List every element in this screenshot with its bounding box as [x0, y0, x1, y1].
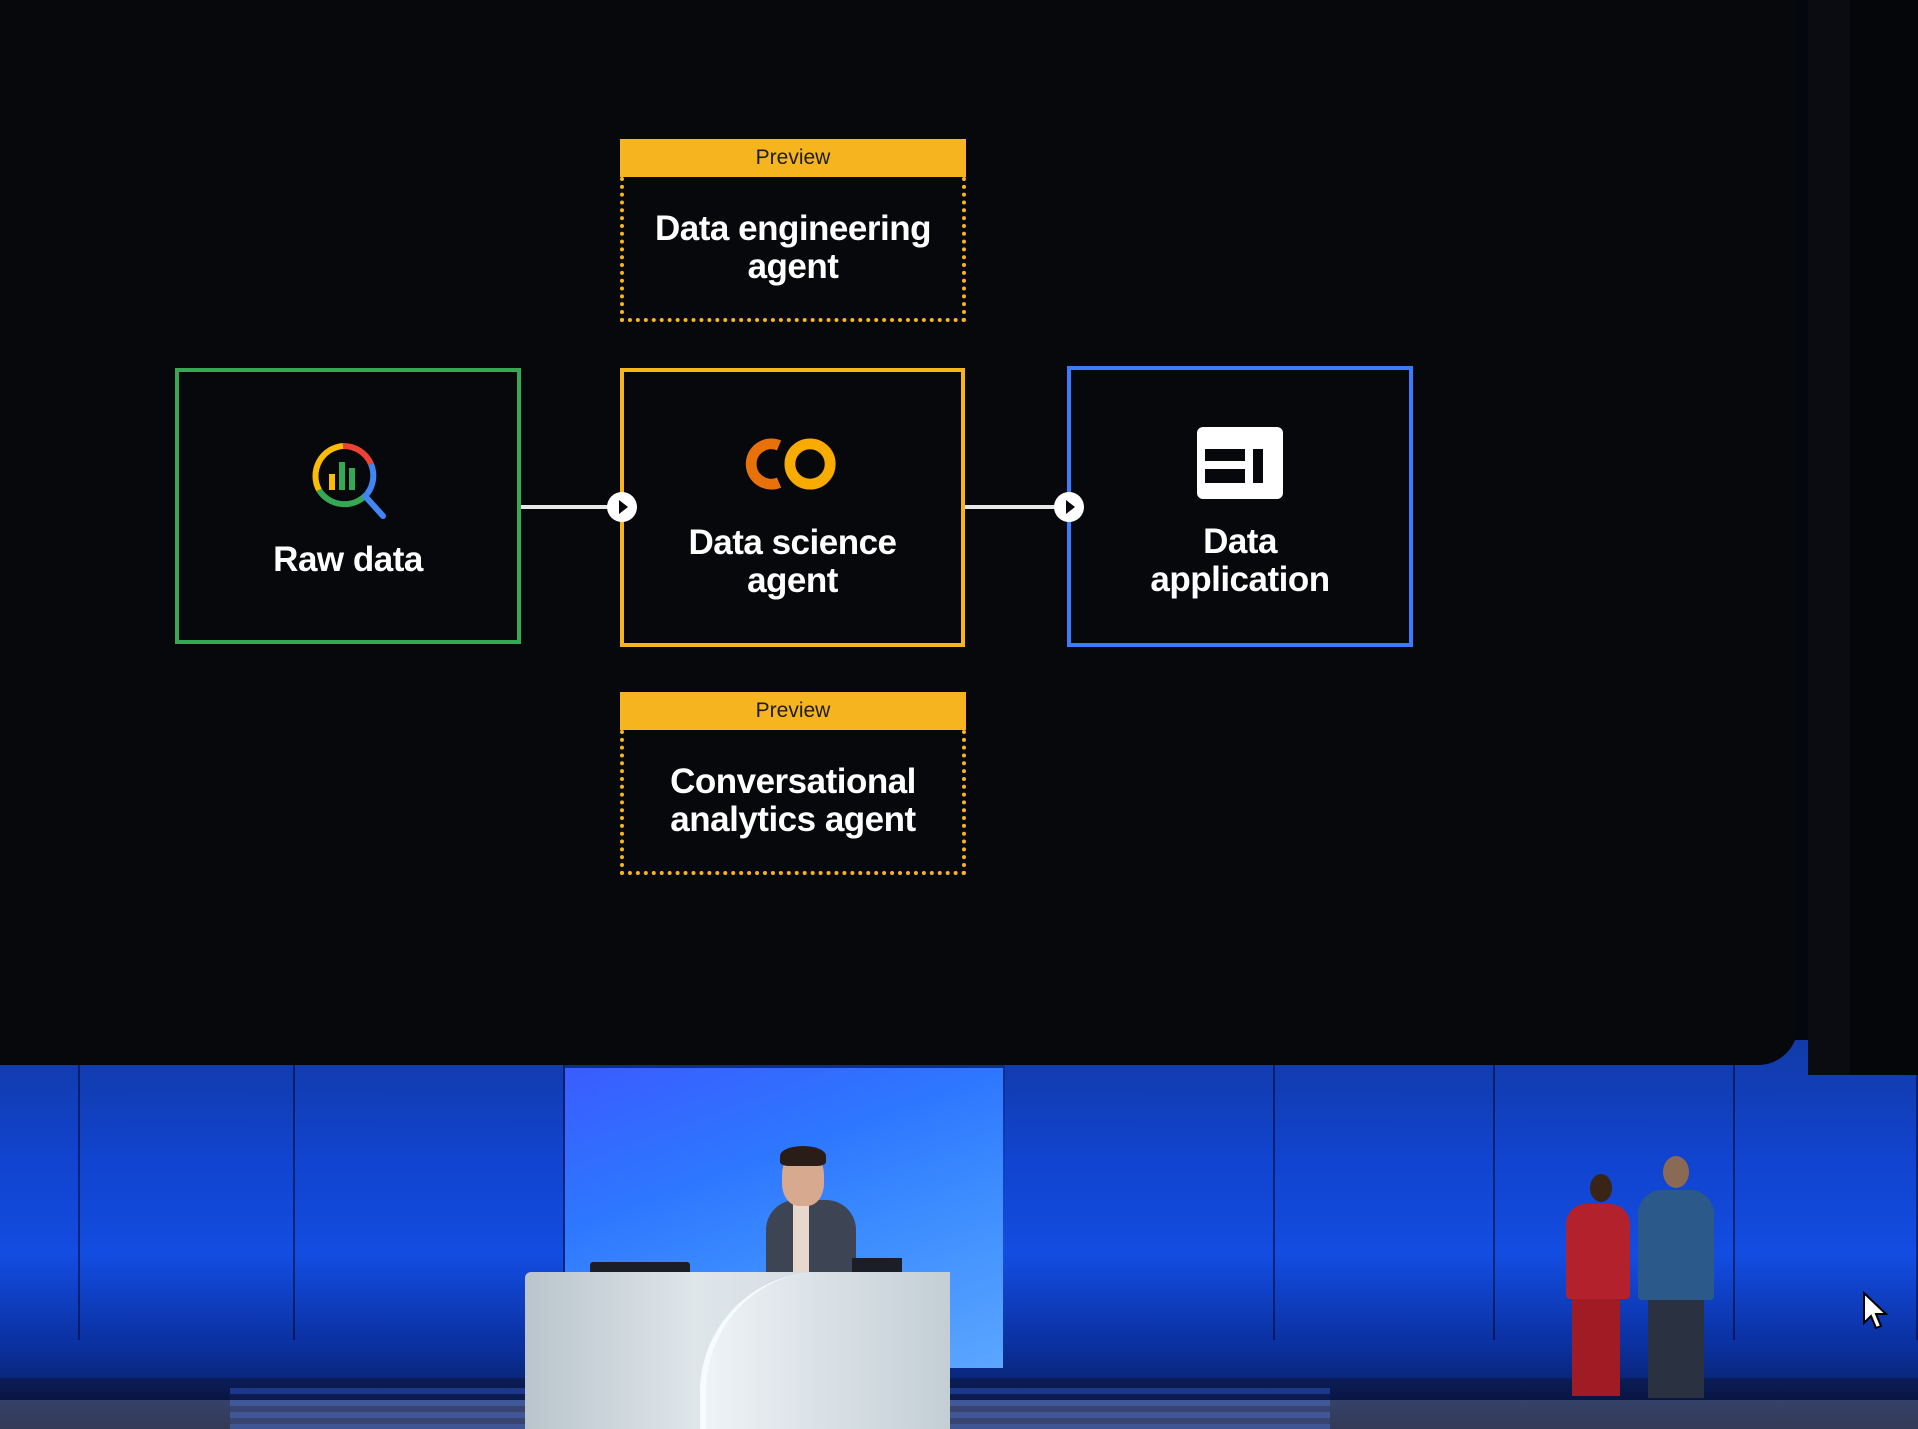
preview-tag: Preview — [620, 692, 966, 730]
preview-card-conversational-analytics: Preview Conversational analytics agent — [620, 692, 966, 875]
guest-man-body — [1638, 1190, 1714, 1300]
raw-data-label: Raw data — [273, 540, 423, 579]
bigquery-icon — [300, 433, 396, 529]
presenter-body — [766, 1200, 856, 1280]
data-application-box: Data application — [1067, 366, 1413, 647]
preview-label-line2: agent — [747, 246, 839, 286]
connector-arrow-node — [1054, 492, 1084, 522]
guest-man-legs — [1648, 1298, 1704, 1398]
guest-woman-head — [1590, 1174, 1612, 1202]
podium-monitor-secondary — [852, 1258, 902, 1272]
preview-label-line1: Data engineering — [655, 208, 931, 248]
connector-science-to-application — [965, 505, 1069, 509]
presenter-hair — [780, 1146, 826, 1166]
preview-label-line1: Conversational — [670, 761, 916, 801]
data-science-agent-box: Data science agent — [620, 368, 965, 647]
data-application-label-line1: Data — [1203, 521, 1277, 561]
data-science-label-line2: agent — [747, 560, 838, 600]
preview-tag: Preview — [620, 139, 966, 177]
presenter-shirt — [793, 1204, 809, 1274]
data-science-label-line1: Data science — [688, 522, 897, 562]
stage-lip — [0, 1400, 1918, 1429]
screen-side-panel-dark — [1850, 0, 1918, 1075]
mouse-cursor-icon — [1862, 1290, 1890, 1335]
connector-raw-to-science — [521, 505, 621, 509]
data-application-label-line2: application — [1150, 559, 1330, 599]
preview-card-body: Conversational analytics agent — [620, 730, 966, 875]
preview-label-line2: analytics agent — [670, 799, 916, 839]
preview-card-data-engineering: Preview Data engineering agent — [620, 139, 966, 322]
guest-woman-body — [1566, 1204, 1630, 1299]
preview-card-body: Data engineering agent — [620, 177, 966, 322]
presentation-screen: Preview Data engineering agent Raw data — [0, 0, 1798, 1065]
guest-man-head — [1663, 1156, 1689, 1188]
raw-data-box: Raw data — [175, 368, 521, 644]
connector-arrow-node — [607, 492, 637, 522]
app-layout-icon — [1192, 415, 1288, 511]
colab-icon — [745, 416, 841, 512]
guest-woman-legs — [1572, 1296, 1620, 1396]
